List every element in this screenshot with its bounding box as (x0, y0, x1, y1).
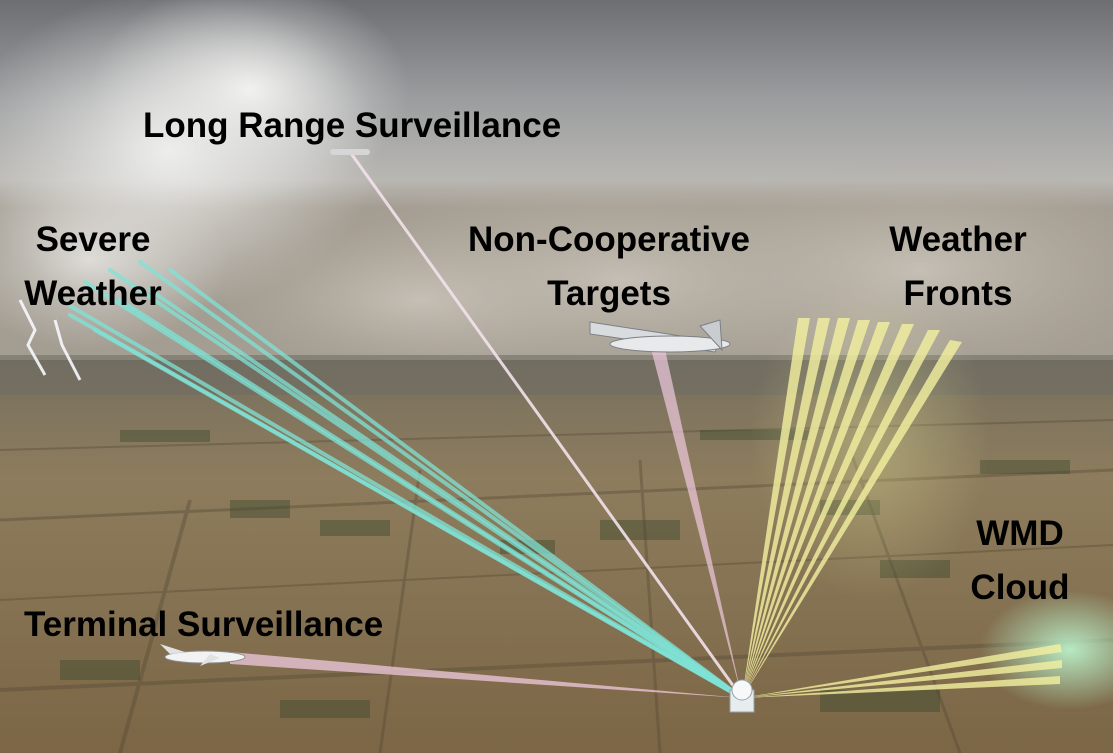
long-range-beam (348, 151, 744, 699)
weather-fronts-line-2: Fronts (903, 274, 1013, 313)
severe-weather-line-2: Weather (24, 274, 162, 313)
aircraft-icon (330, 149, 370, 155)
severe-weather-beams (58, 260, 744, 700)
weather-fronts-label: Weather Fronts (872, 213, 1044, 321)
wmd-cloud-label: WMD Cloud (964, 507, 1076, 615)
wmd-beams (742, 644, 1062, 698)
non-cooperative-line-1: Non-Cooperative (468, 220, 750, 259)
weather-fronts-line-1: Weather (889, 220, 1027, 259)
wmd-cloud-line-1: WMD (976, 514, 1064, 553)
wmd-cloud-line-2: Cloud (970, 568, 1070, 607)
severe-weather-line-1: Severe (35, 220, 151, 259)
severe-weather-label: Severe Weather (18, 213, 168, 321)
long-range-surveillance-label: Long Range Surveillance (143, 106, 562, 145)
terminal-surveillance-label: Terminal Surveillance (24, 605, 384, 644)
lightning-icon (18, 299, 82, 381)
uav-drone-icon (589, 319, 731, 353)
non-cooperative-line-2: Targets (547, 274, 671, 313)
non-cooperative-targets-label: Non-Cooperative Targets (456, 213, 762, 321)
weather-fronts-beams (742, 318, 962, 698)
airliner-icon (160, 644, 246, 666)
terminal-beam (230, 652, 742, 698)
non-cooperative-beam (650, 345, 742, 698)
radar-site-icon (729, 679, 755, 713)
